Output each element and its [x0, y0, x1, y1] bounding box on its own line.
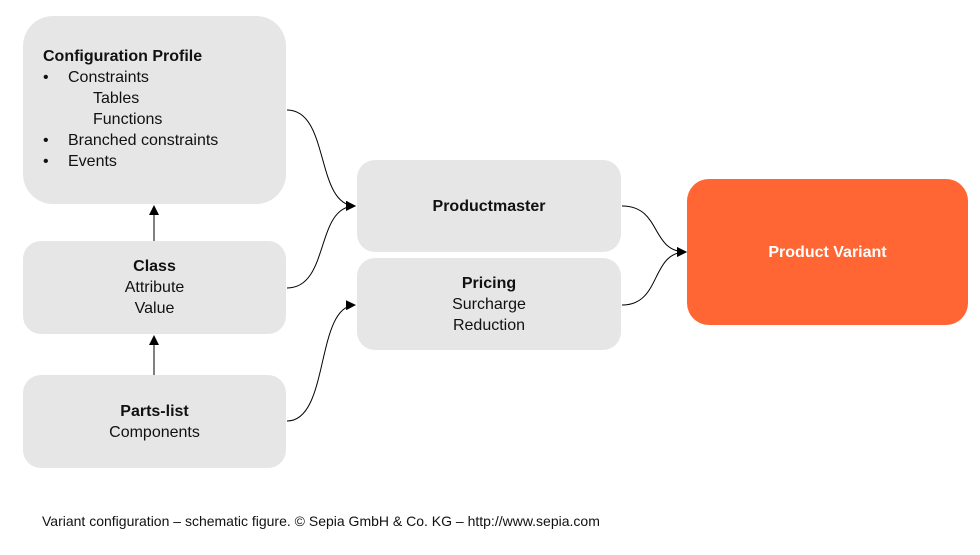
parts-list-line-components: Components [109, 423, 200, 441]
productmaster-box: Productmaster [357, 160, 621, 252]
arrow-config-to-productmaster [286, 109, 356, 211]
list-item-label: Events [68, 153, 117, 170]
list-subitem-tables: Tables [43, 88, 286, 109]
arrow-parts-to-pricing [286, 300, 356, 422]
configuration-profile-title: Configuration Profile [43, 48, 203, 65]
bullet: • [43, 153, 49, 170]
bullet: • [43, 69, 49, 86]
configuration-profile-box: Configuration Profile • Constraints Tabl… [23, 16, 286, 204]
pricing-title: Pricing [461, 274, 517, 292]
figure-caption: Variant configuration – schematic figure… [42, 513, 600, 529]
list-item-branched-constraints: • Branched constraints [43, 130, 286, 151]
parts-list-title: Parts-list [120, 402, 189, 420]
pricing-box: Pricing Surcharge Reduction [357, 258, 621, 350]
list-subitem-functions: Functions [43, 109, 286, 130]
product-variant-box: Product Variant [687, 179, 968, 325]
pricing-line-surcharge: Surcharge [452, 295, 526, 313]
bullet: • [43, 132, 49, 149]
productmaster-title: Productmaster [432, 197, 546, 215]
class-title: Class [133, 258, 176, 275]
pricing-line-reduction: Reduction [452, 316, 526, 334]
parts-list-box: Parts-list Components [23, 375, 286, 468]
class-line-attribute: Attribute [124, 279, 185, 296]
list-subitem-label: Functions [93, 111, 163, 128]
list-item-events: • Events [43, 151, 286, 172]
list-subitem-label: Tables [93, 90, 140, 107]
configuration-profile-list: • Constraints Tables Functions • Branche… [43, 67, 286, 172]
class-line-value: Value [134, 300, 175, 317]
list-item-label: Branched constraints [68, 132, 219, 149]
arrow-pricing-to-variant [621, 247, 687, 306]
class-box: Class Attribute Value [23, 241, 286, 334]
list-item-constraints: • Constraints [43, 67, 286, 88]
arrow-productmaster-to-variant [621, 205, 687, 257]
arrow-class-to-productmaster [286, 201, 356, 289]
list-item-label: Constraints [68, 69, 149, 86]
product-variant-title: Product Variant [768, 243, 887, 261]
